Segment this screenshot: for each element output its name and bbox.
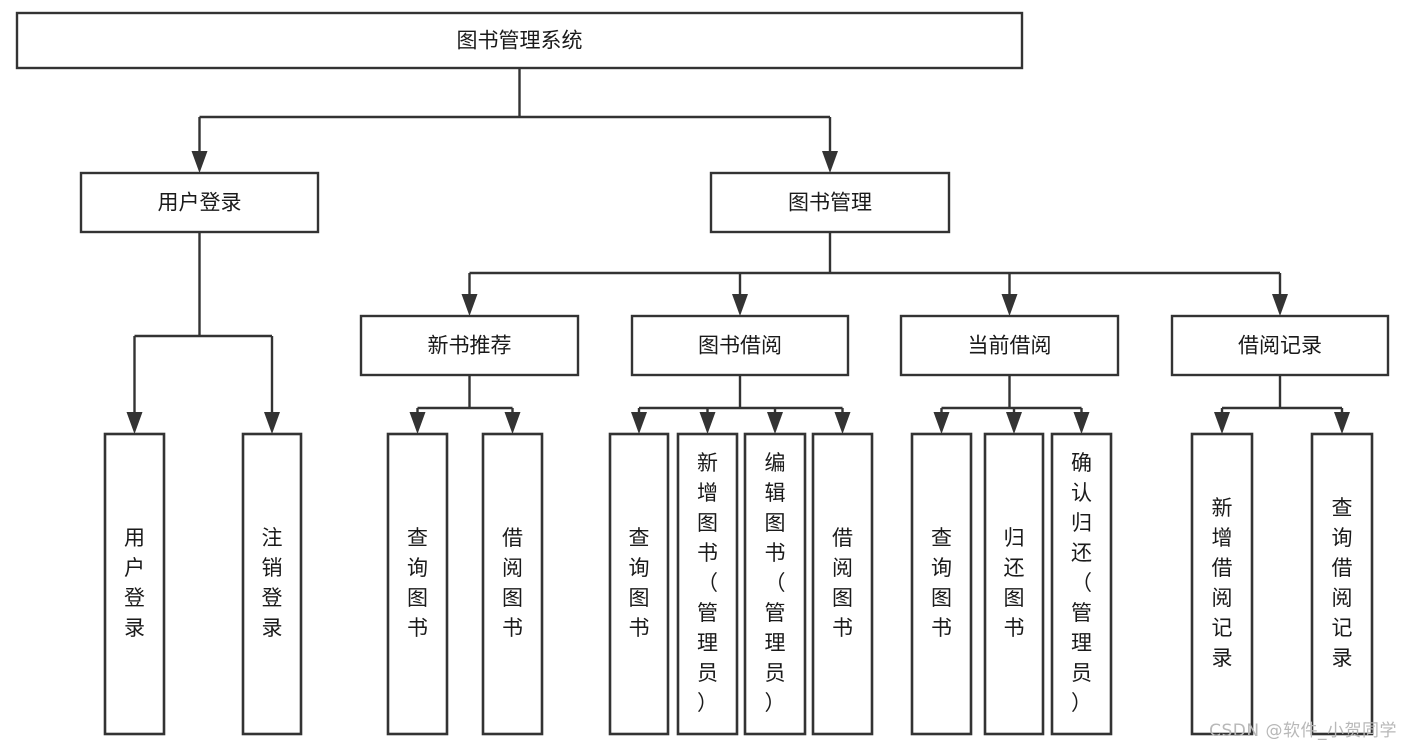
arrow-head-icon (767, 412, 783, 434)
node-label: 确认归还（管理员） (1071, 451, 1092, 715)
node-root[interactable]: 图书管理系统 (15, 11, 1024, 70)
arrow-head-icon (699, 412, 716, 434)
node-leaf-rec-query-record[interactable]: 查询借阅记录 (1310, 432, 1374, 736)
node-leaf-user-logout[interactable]: 注销登录 (241, 432, 303, 736)
node-label: 新增图书（管理员） (697, 451, 718, 715)
node-box (983, 432, 1045, 736)
node-label: 新增借阅记录 (1212, 496, 1233, 670)
node-box (811, 432, 874, 736)
arrow-head-icon (933, 412, 950, 434)
node-box (1170, 314, 1390, 377)
node-leaf-borrow-borrow-book[interactable]: 借阅图书 (811, 432, 874, 736)
node-label: 归还图书 (1004, 526, 1025, 640)
node-box (608, 432, 670, 736)
arrow-head-icon (264, 412, 280, 434)
arrow-head-icon (631, 412, 647, 434)
node-leaf-cur-return-book[interactable]: 归还图书 (983, 432, 1045, 736)
node-box (743, 432, 807, 736)
node-box (1310, 432, 1374, 736)
node-label: 用户登录 (124, 526, 145, 640)
node-label: 新书推荐 (428, 334, 512, 358)
node-book-borrow[interactable]: 图书借阅 (630, 314, 850, 377)
node-box (103, 432, 166, 736)
node-box (386, 432, 449, 736)
node-box (359, 314, 580, 377)
node-leaf-rec-add-record[interactable]: 新增借阅记录 (1190, 432, 1254, 736)
node-label: 查询图书 (629, 526, 650, 640)
node-box (481, 432, 544, 736)
node-label: 用户登录 (158, 191, 242, 215)
connector-layer (126, 68, 1350, 434)
node-book-manage[interactable]: 图书管理 (709, 171, 951, 234)
node-label: 查询图书 (407, 526, 428, 640)
node-label: 图书借阅 (698, 334, 782, 358)
node-box (899, 314, 1120, 377)
node-box (1190, 432, 1254, 736)
arrow-head-icon (461, 294, 478, 316)
node-borrow-record[interactable]: 借阅记录 (1170, 314, 1390, 377)
node-box (79, 171, 320, 234)
arrow-head-icon (1334, 412, 1350, 434)
node-leaf-cur-confirm-return[interactable]: 确认归还（管理员） (1050, 432, 1113, 736)
node-leaf-borrow-edit-book[interactable]: 编辑图书（管理员） (743, 432, 807, 736)
node-label: 查询图书 (931, 526, 952, 640)
node-leaf-rec-borrow-book[interactable]: 借阅图书 (481, 432, 544, 736)
node-leaf-user-login[interactable]: 用户登录 (103, 432, 166, 736)
node-box (1050, 432, 1113, 736)
node-label: 当前借阅 (968, 334, 1052, 358)
node-label: 借阅记录 (1238, 334, 1322, 358)
node-label: 借阅图书 (502, 526, 523, 640)
node-label: 借阅图书 (832, 526, 853, 640)
arrow-head-icon (1006, 412, 1022, 434)
arrow-head-icon (409, 412, 426, 434)
node-leaf-borrow-add-book[interactable]: 新增图书（管理员） (676, 432, 739, 736)
node-label: 图书管理系统 (457, 29, 583, 53)
node-label: 图书管理 (788, 191, 872, 215)
arrow-head-icon (1073, 412, 1090, 434)
arrow-head-icon (191, 151, 208, 173)
node-leaf-cur-query-book[interactable]: 查询图书 (910, 432, 973, 736)
arrow-head-icon (822, 151, 838, 173)
arrow-head-icon (126, 412, 143, 434)
arrow-head-icon (732, 294, 748, 316)
node-box (709, 171, 951, 234)
node-label: 编辑图书（管理员） (765, 451, 786, 715)
arrow-head-icon (834, 412, 851, 434)
node-label: 注销登录 (262, 526, 283, 640)
arrow-head-icon (504, 412, 521, 434)
arrow-head-icon (1214, 412, 1230, 434)
node-box (241, 432, 303, 736)
node-leaf-rec-query-book[interactable]: 查询图书 (386, 432, 449, 736)
node-layer: 图书管理系统用户登录图书管理新书推荐图书借阅当前借阅借阅记录用户登录注销登录查询… (15, 11, 1390, 736)
node-box (910, 432, 973, 736)
node-label: 查询借阅记录 (1332, 496, 1353, 670)
arrow-head-icon (1001, 294, 1018, 316)
node-current-borrow[interactable]: 当前借阅 (899, 314, 1120, 377)
node-box (630, 314, 850, 377)
node-box (15, 11, 1024, 70)
node-leaf-borrow-query-book[interactable]: 查询图书 (608, 432, 670, 736)
arrow-head-icon (1272, 294, 1288, 316)
node-new-book-rec[interactable]: 新书推荐 (359, 314, 580, 377)
node-box (676, 432, 739, 736)
node-user-login[interactable]: 用户登录 (79, 171, 320, 234)
